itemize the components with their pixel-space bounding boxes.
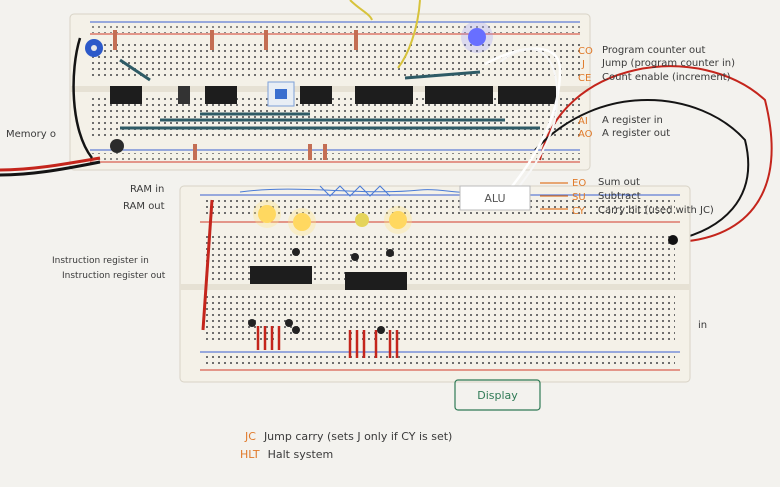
ram-in-label: RAM in <box>130 184 165 195</box>
ram-out-label: RAM out <box>123 201 165 212</box>
ir-in-label: Instruction register in <box>52 256 149 266</box>
j-code: J <box>582 59 585 70</box>
jc-code: JC <box>245 430 256 443</box>
display-label: Display <box>477 388 518 402</box>
cy-text: Carry bit (used with JC) <box>598 205 714 216</box>
co-code: CO <box>578 46 593 57</box>
memory-label: Memory o <box>6 129 56 140</box>
cy-code: CY <box>572 206 585 217</box>
ai-code: AI <box>578 116 588 127</box>
hlt-text: Halt system <box>267 448 334 461</box>
co-text: Program counter out <box>602 45 706 56</box>
j-text: Jump (program counter in) <box>602 58 735 69</box>
in-text: in <box>698 320 708 331</box>
ao-code: AO <box>578 129 593 140</box>
eo-text: Sum out <box>598 177 640 188</box>
hlt-code: HLT <box>240 448 260 461</box>
ce-text: Count enable (increment) <box>602 72 731 83</box>
ai-text: A register in <box>602 115 663 126</box>
ao-text: A register out <box>602 128 671 139</box>
legend-hlt: HLT Halt system <box>240 448 333 461</box>
upper-breadboard <box>0 0 591 177</box>
ir-out-label: Instruction register out <box>62 271 166 281</box>
ce-code: CE <box>578 73 592 84</box>
alu-label: ALU <box>484 191 506 205</box>
su-text: Subtract <box>598 191 641 202</box>
su-code: SU <box>572 192 586 203</box>
eo-code: EO <box>572 178 587 189</box>
lower-breadboard <box>179 185 691 383</box>
legend-jc: JC Jump carry (sets J only if CY is set) <box>245 430 452 443</box>
jc-text: Jump carry (sets J only if CY is set) <box>263 430 453 443</box>
